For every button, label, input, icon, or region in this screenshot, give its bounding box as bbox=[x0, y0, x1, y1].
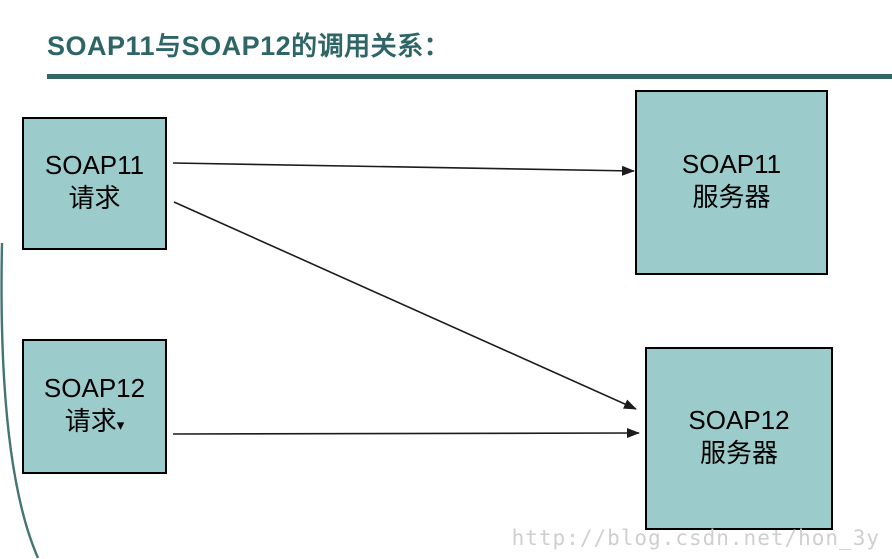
csdn-watermark: http://blog.csdn.net/hon_3y bbox=[511, 526, 880, 550]
arrow-soap11req-to-soap11srv bbox=[172, 162, 635, 176]
box-label-line2: 服务器 bbox=[692, 181, 771, 212]
title-suffix: 的调用关系： bbox=[291, 31, 451, 61]
box-label-line2: 服务器 bbox=[699, 437, 778, 468]
box-soap12-request: SOAP12 请求▾ bbox=[22, 339, 167, 474]
box-label-line1: SOAP12 bbox=[43, 372, 146, 403]
box-soap11-request: SOAP11 请求 bbox=[22, 117, 167, 250]
box-label-line2: 请求▾ bbox=[64, 405, 125, 436]
arrow-soap12req-to-soap12srv bbox=[172, 428, 640, 439]
page-title: SOAP11与SOAP12的调用关系： bbox=[47, 26, 450, 63]
text-cursor-marker: ▾ bbox=[116, 416, 125, 434]
box-label-line2: 请求 bbox=[68, 182, 121, 213]
box-soap12-server: SOAP12 服务器 bbox=[645, 347, 833, 530]
title-soap12: SOAP12 bbox=[181, 31, 292, 61]
box-label-line1: SOAP11 bbox=[681, 148, 782, 179]
box-soap11-server: SOAP11 服务器 bbox=[635, 90, 828, 275]
arrow-soap11req-to-soap12srv bbox=[173, 201, 637, 410]
box-label-line1: SOAP12 bbox=[688, 404, 790, 435]
title-underline bbox=[47, 74, 892, 79]
title-conjunction: 与 bbox=[155, 31, 182, 61]
box-label-line1: SOAP11 bbox=[44, 149, 145, 180]
title-soap11: SOAP11 bbox=[47, 31, 156, 61]
